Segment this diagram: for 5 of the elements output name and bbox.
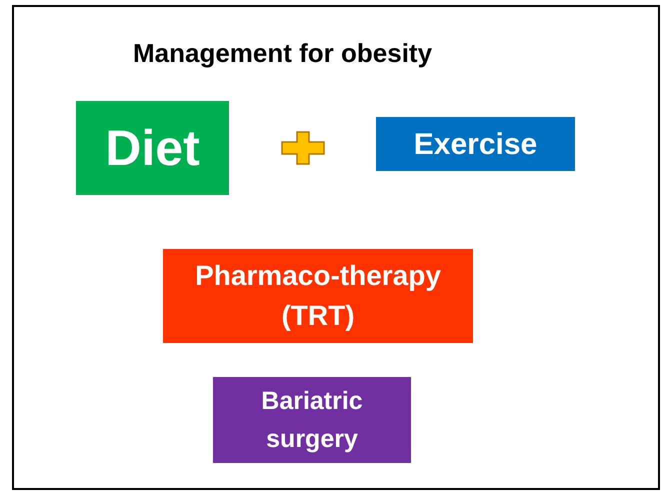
text-box: Bariatric surgery [213, 377, 411, 463]
text-box: Pharmaco-therapy (TRT) [163, 249, 473, 343]
title: Management for obesity [133, 37, 432, 70]
text-box: Diet [76, 101, 229, 195]
text-box: Exercise [376, 117, 575, 171]
